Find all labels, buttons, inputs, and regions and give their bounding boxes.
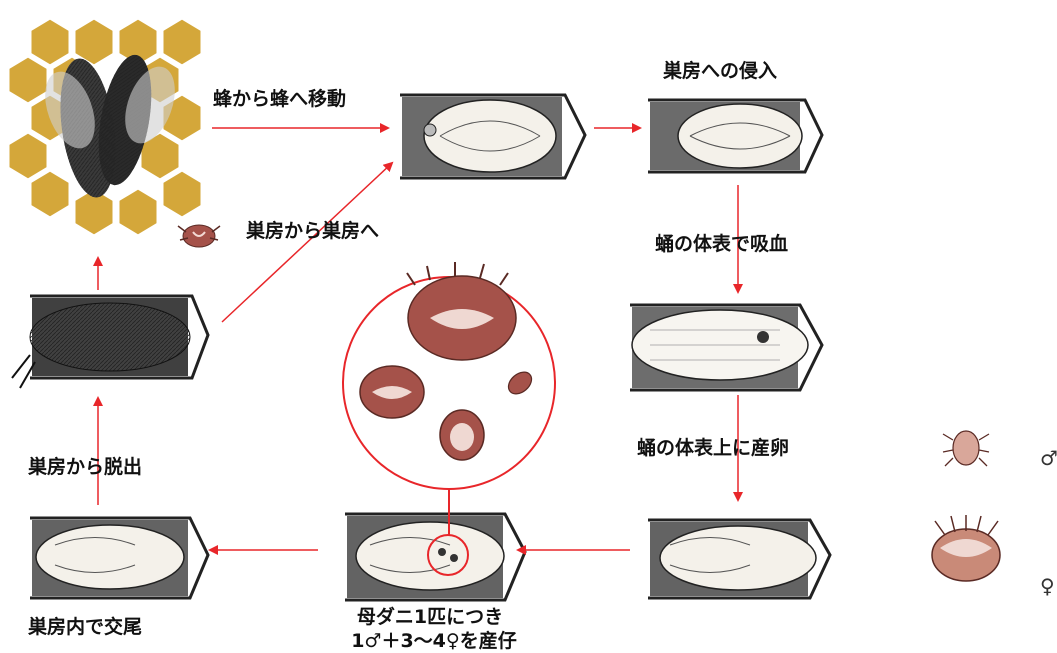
male-mite-icon — [942, 430, 990, 467]
cell-mating — [30, 516, 210, 600]
label-mating-in-cell: 巣房内で交尾 — [28, 616, 143, 638]
label-egg-laying: 蛹の体表上に産卵 — [637, 437, 790, 459]
flow-arrows — [93, 123, 743, 555]
cell-pupa-feeding — [630, 303, 824, 392]
magnified-mites-circle — [342, 262, 556, 535]
label-offspring-line2: 1♂＋3〜4♀を産仔 — [351, 630, 517, 652]
cell-emerging-bee — [11, 294, 210, 389]
cell-offspring — [345, 512, 527, 602]
cell-mite-invasion — [648, 98, 824, 174]
cell-larva-top-middle — [400, 93, 587, 180]
female-mite-icon — [931, 515, 1001, 582]
small-mite-icon — [177, 224, 221, 248]
arrow-diagonal-cell-to-cell — [221, 161, 394, 323]
label-cell-to-cell: 巣房から巣房へ — [246, 220, 380, 242]
cell-egg-laying — [648, 518, 832, 600]
label-offspring-line1: 母ダニ1匹につき — [356, 606, 504, 628]
honeycomb-with-bees-illustration — [6, 14, 204, 242]
female-symbol: ♀ — [1040, 574, 1055, 598]
label-bee-to-bee: 蜂から蜂へ移動 — [213, 88, 347, 110]
label-feeding-on-pupa: 蛹の体表で吸血 — [655, 233, 789, 255]
label-cell-invasion: 巣房への侵入 — [663, 60, 778, 82]
label-exit-cell: 巣房から脱出 — [28, 456, 143, 478]
male-symbol: ♂ — [1040, 446, 1057, 470]
